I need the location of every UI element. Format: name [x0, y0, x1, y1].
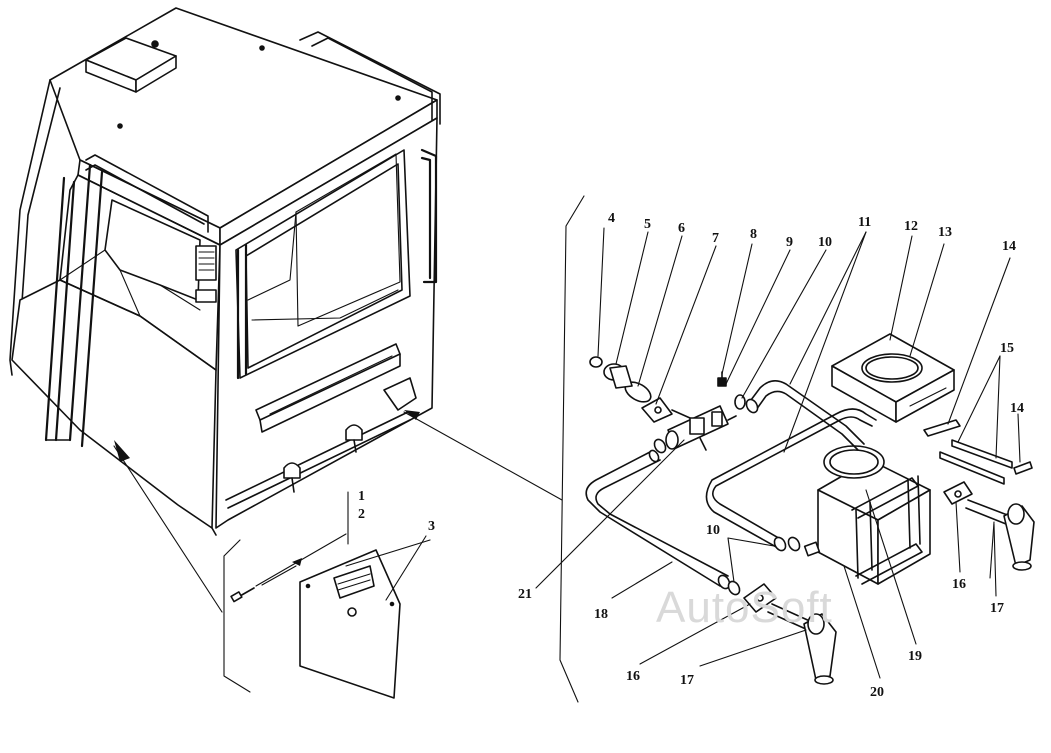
callout-21: 21 — [518, 587, 532, 602]
callout-1: 1 — [358, 489, 365, 504]
callout-14-lower: 14 — [1010, 401, 1024, 416]
callout-12: 12 — [904, 219, 918, 234]
callout-16-right: 16 — [952, 577, 966, 592]
callout-9: 9 — [786, 235, 793, 250]
callout-20: 20 — [870, 685, 884, 700]
cab-leader-lines — [113, 410, 563, 613]
cab-assembly — [9, 7, 441, 536]
callout-2: 2 — [358, 507, 365, 522]
callout-15: 15 — [1000, 341, 1014, 356]
callout-10-lower: 10 — [706, 523, 720, 538]
callout-16-lower: 16 — [626, 669, 640, 684]
callout-labels: 1 2 3 4 5 6 7 8 9 10 11 12 13 14 15 14 1… — [358, 211, 1024, 700]
callout-13: 13 — [938, 225, 952, 240]
callout-10-upper: 10 — [818, 235, 832, 250]
callout-7: 7 — [712, 231, 719, 246]
callout-6: 6 — [678, 221, 685, 236]
heater-system — [585, 333, 1035, 685]
group-divider — [559, 195, 585, 703]
callout-3: 3 — [428, 519, 435, 534]
callout-17-lower: 17 — [680, 673, 694, 688]
callout-14-upper: 14 — [1002, 239, 1016, 254]
callout-4: 4 — [608, 211, 615, 226]
watermark: AutoSoft — [656, 583, 833, 632]
callout-8: 8 — [750, 227, 757, 242]
callout-18: 18 — [594, 607, 608, 622]
callout-17-right: 17 — [990, 601, 1004, 616]
callout-19: 19 — [908, 649, 922, 664]
callout-leaders — [385, 227, 1021, 679]
callout-5: 5 — [644, 217, 651, 232]
cover-plate-group — [223, 491, 431, 699]
callout-11: 11 — [858, 215, 871, 230]
